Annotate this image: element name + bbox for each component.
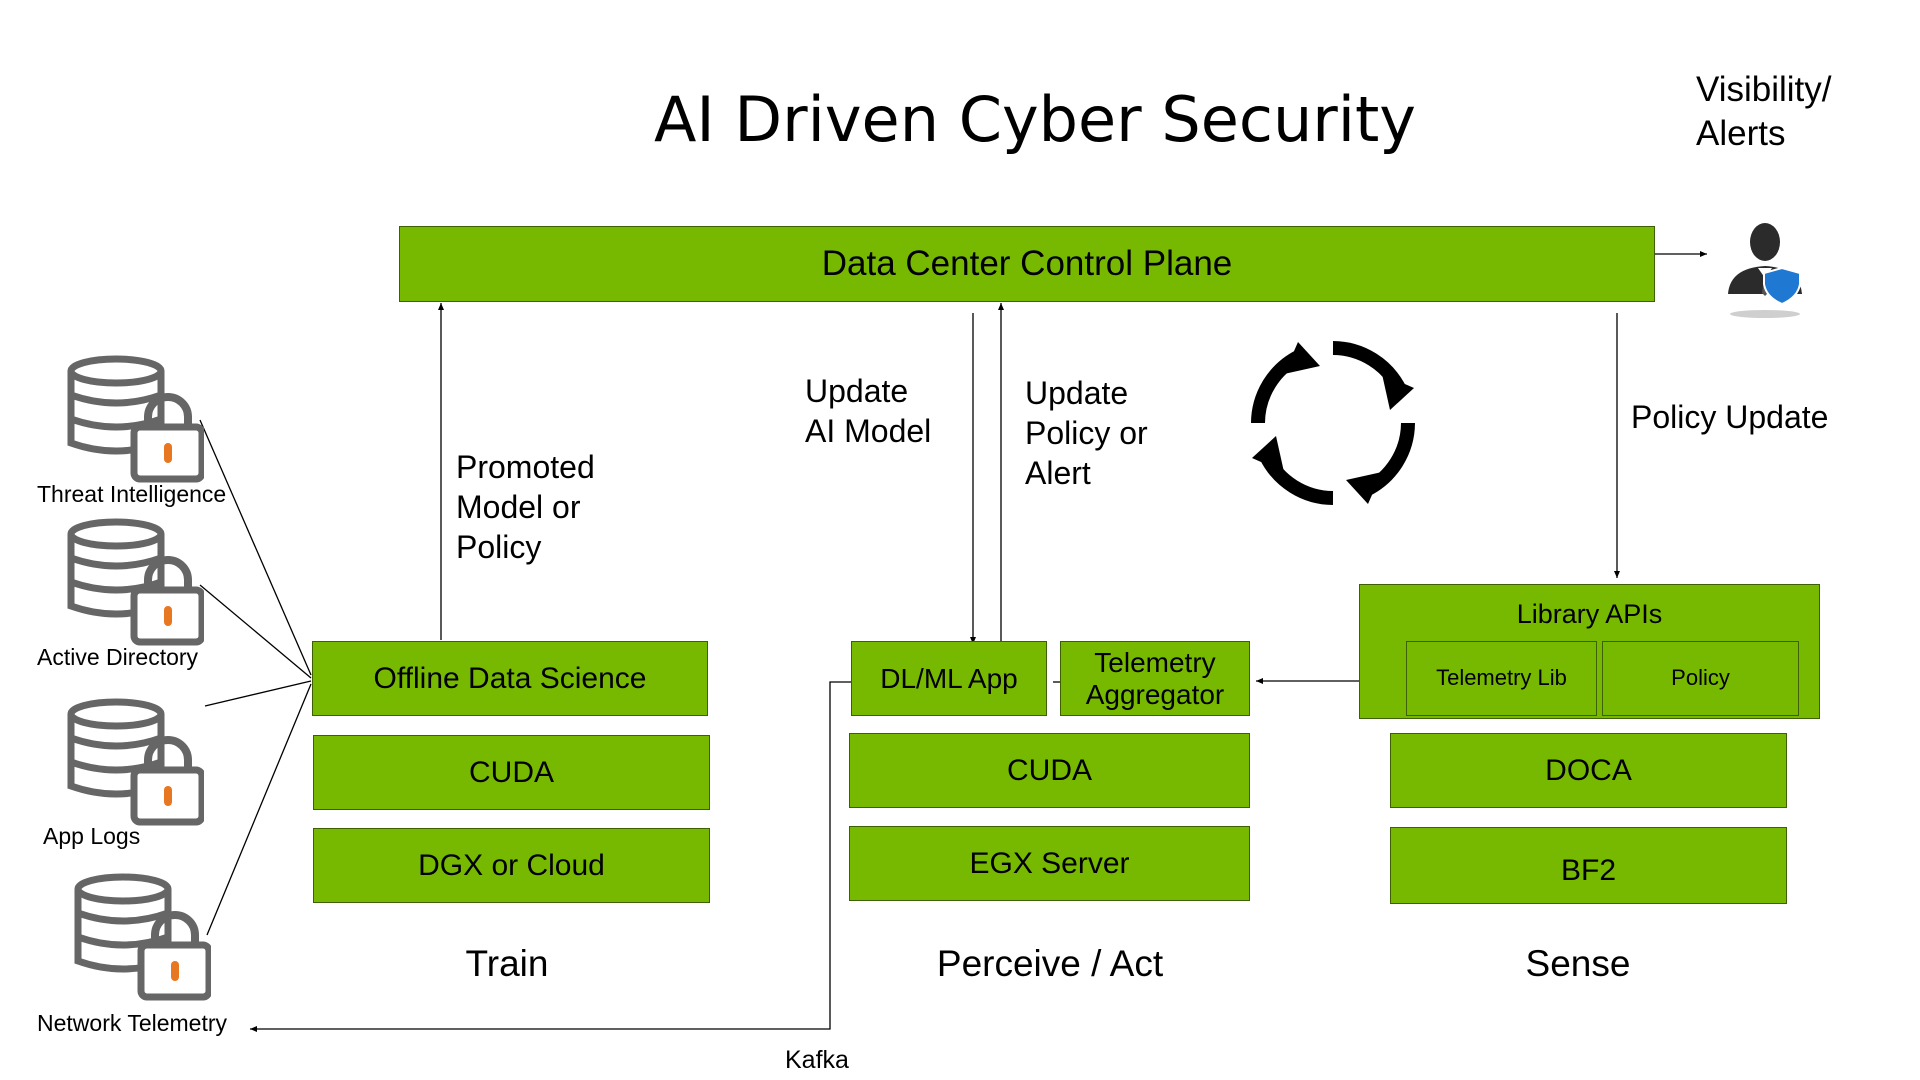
offline-data-science-box: Offline Data Science bbox=[312, 641, 708, 716]
visibility-alerts-label: Visibility/ Alerts bbox=[1696, 70, 1832, 153]
telemetry-aggregator-box: Telemetry Aggregator bbox=[1060, 641, 1250, 716]
perceive-act-label: Perceive / Act bbox=[936, 943, 1164, 984]
bf2-box: BF2 bbox=[1390, 827, 1787, 904]
source-label: Threat Intelligence bbox=[37, 481, 227, 507]
egx-server-box: EGX Server bbox=[849, 826, 1250, 901]
policy-box: Policy bbox=[1602, 641, 1799, 716]
database-lock-icon bbox=[74, 873, 211, 1001]
refresh-cycle-icon bbox=[1251, 341, 1415, 505]
train-label: Train bbox=[465, 943, 549, 984]
source-label: Active Directory bbox=[37, 644, 199, 670]
policy-update-label: Policy Update bbox=[1631, 399, 1829, 435]
telemetry-lib-box: Telemetry Lib bbox=[1406, 641, 1597, 716]
database-lock-icon bbox=[67, 355, 204, 483]
update-policy-label: Update Policy or Alert bbox=[1025, 375, 1148, 491]
perceive-cuda-box: CUDA bbox=[849, 733, 1250, 808]
dgx-cloud-box: DGX or Cloud bbox=[313, 828, 710, 903]
library-apis-label: Library APIs bbox=[1516, 599, 1663, 629]
dlml-app-box: DL/ML App bbox=[851, 641, 1047, 716]
update-ai-model-label: Update AI Model bbox=[805, 373, 932, 449]
kafka-label: Kafka bbox=[785, 1046, 849, 1074]
control-plane-box: Data Center Control Plane bbox=[399, 226, 1655, 302]
database-lock-icon bbox=[67, 518, 204, 646]
page-title: AI Driven Cyber Security bbox=[654, 83, 1416, 156]
source-label: App Logs bbox=[43, 823, 141, 849]
doca-box: DOCA bbox=[1390, 733, 1787, 808]
source-label: Network Telemetry bbox=[37, 1010, 228, 1036]
sense-label: Sense bbox=[1525, 943, 1631, 984]
train-cuda-box: CUDA bbox=[313, 735, 710, 810]
security-user-icon bbox=[1728, 223, 1802, 318]
database-lock-icon bbox=[67, 698, 204, 826]
promoted-model-label: Promoted Model or Policy bbox=[456, 449, 595, 565]
